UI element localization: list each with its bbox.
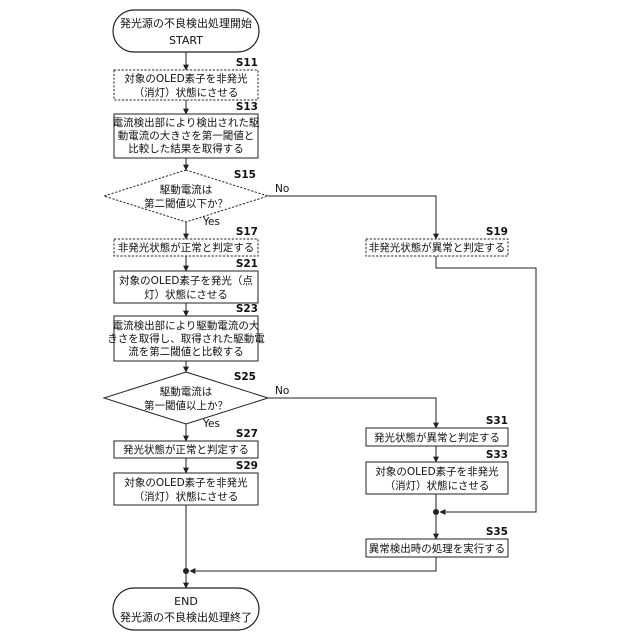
step-text: 電流検出部により駆動電流の大 (113, 319, 260, 332)
step-text: 対象のOLED素子を非発光 (124, 476, 248, 489)
step-text: 動電流の大きさを第一閾値と (118, 129, 255, 142)
decision-text: 駆動電流は (160, 183, 213, 196)
step-id: S17 (236, 226, 258, 238)
edge-s25-s31 (268, 398, 436, 428)
step-text: （消灯）状態にさせる (134, 490, 239, 503)
step-s33: S33 対象のOLED素子を非発光 （消灯）状態にさせる (366, 449, 508, 494)
step-id: S23 (236, 303, 258, 315)
step-text: 発光状態が異常と判定する (374, 431, 500, 444)
start-terminal: 発光源の不良検出処理開始 START (113, 10, 259, 52)
decision-text: 第一閾値以上か？ (144, 399, 228, 412)
step-text: 電流検出部により検出された駆 (113, 116, 260, 129)
branch-yes-label: Yes (202, 418, 220, 430)
step-text: 対象のOLED素子を非発光 (124, 72, 248, 85)
step-id: S35 (486, 526, 508, 538)
step-id: S15 (234, 169, 256, 181)
edge-s35-end (190, 557, 436, 571)
step-text: 対象のOLED素子を非発光 (375, 465, 499, 478)
decision-text: 駆動電流は (160, 385, 213, 398)
step-text: 灯）状態にさせる (144, 288, 228, 301)
decision-s15: S15 駆動電流は 第二閾値以下か？ No Yes (104, 169, 289, 228)
decision-s25: S25 駆動電流は 第一閾値以上か？ No Yes (104, 371, 289, 430)
junction-dot-left (183, 568, 189, 574)
step-id: S25 (234, 371, 256, 383)
step-id: S21 (236, 258, 258, 270)
step-text: （消灯）状態にさせる (134, 86, 239, 99)
junction-dot-right (433, 509, 439, 515)
step-id: S19 (486, 226, 508, 238)
end-label-jp: 発光源の不良検出処理終了 (120, 610, 252, 624)
step-id: S33 (486, 449, 508, 461)
step-id: S29 (236, 460, 258, 472)
step-text: 発光状態が正常と判定する (123, 443, 249, 456)
start-label-en: START (169, 34, 203, 47)
step-text: きさを取得し、取得された駆動電 (107, 332, 265, 345)
branch-no-label: No (275, 183, 289, 195)
branch-no-label: No (275, 385, 289, 397)
step-text: 比較した結果を取得する (128, 142, 244, 155)
end-label-en: END (174, 595, 198, 608)
step-text: （消灯）状態にさせる (385, 479, 490, 492)
branch-yes-label: Yes (202, 216, 220, 228)
step-id: S31 (486, 415, 508, 427)
step-s31: S31 発光状態が異常と判定する (366, 415, 508, 446)
step-s35: S35 異常検出時の処理を実行する (366, 526, 508, 557)
edge-s15-s19 (268, 196, 436, 239)
decision-text: 第二閾値以下か？ (144, 197, 228, 210)
step-s19: S19 非発光状態が異常と判定する (366, 226, 508, 256)
step-text: 流を第二閾値と比較する (128, 345, 244, 358)
start-label-jp: 発光源の不良検出処理開始 (120, 16, 252, 30)
step-text: 非発光状態が正常と判定する (118, 241, 255, 254)
end-terminal: END 発光源の不良検出処理終了 (113, 588, 259, 630)
step-id: S13 (236, 101, 258, 113)
step-text: 異常検出時の処理を実行する (369, 542, 506, 555)
step-id: S27 (236, 428, 258, 440)
step-text: 非発光状態が異常と判定する (369, 241, 506, 254)
step-id: S11 (236, 57, 258, 69)
step-text: 対象のOLED素子を発光（点 (119, 274, 253, 287)
